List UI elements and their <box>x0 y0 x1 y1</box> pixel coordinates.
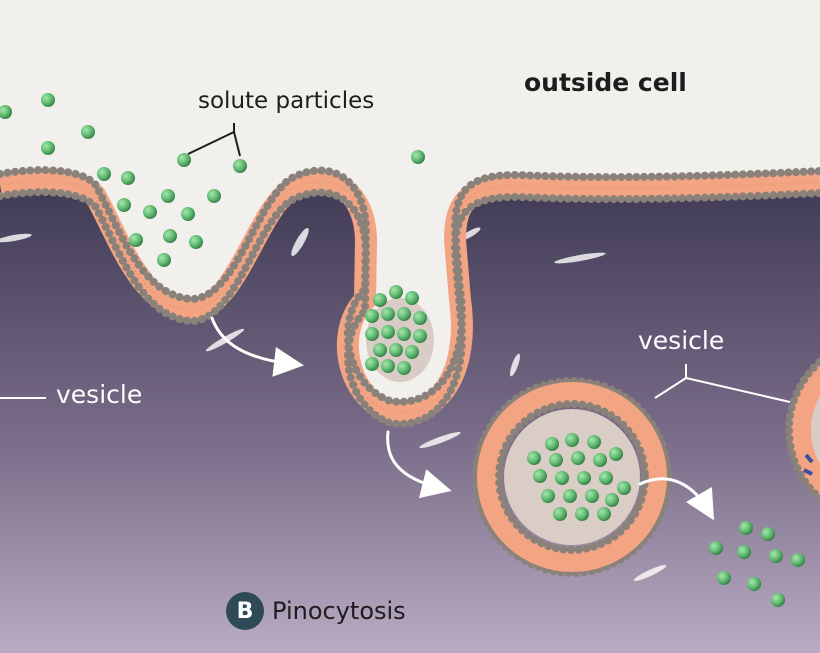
caption-badge: B <box>226 592 264 630</box>
solute-particle <box>81 125 95 139</box>
solute-particle <box>605 493 619 507</box>
solute-particle <box>381 359 395 373</box>
solute-particle <box>587 435 601 449</box>
solute-particle <box>189 235 203 249</box>
solute-particle <box>413 311 427 325</box>
solute-particle <box>545 437 559 451</box>
solute-particle <box>365 309 379 323</box>
leader-lines <box>0 123 791 403</box>
solute-particle <box>157 253 171 267</box>
solute-particle <box>553 507 567 521</box>
solute-particle <box>397 361 411 375</box>
vesicle-right-label: vesicle <box>638 326 725 355</box>
solute-particle <box>365 327 379 341</box>
solute-particle <box>397 307 411 321</box>
solute-particle <box>555 471 569 485</box>
edge-vesicle-icon <box>785 356 820 504</box>
solute-particle <box>533 469 547 483</box>
solute-particle <box>577 471 591 485</box>
solute-particle <box>617 481 631 495</box>
solute-particle <box>0 105 12 119</box>
solute-particle <box>373 293 387 307</box>
solute-particle <box>593 453 607 467</box>
solute-particle <box>413 329 427 343</box>
solute-particle <box>761 527 775 541</box>
solute-particle <box>397 327 411 341</box>
solute-particle <box>163 229 177 243</box>
solute-leader <box>187 123 241 157</box>
arrow-pit-to-bud <box>210 316 304 377</box>
solute-particle <box>599 471 613 485</box>
arrow-bud-to-vesicle <box>386 430 452 499</box>
solute-particle <box>571 451 585 465</box>
solute-particle <box>575 507 589 521</box>
vesicle-left-label: vesicle <box>56 380 143 409</box>
solute-particle <box>791 553 805 567</box>
solute-particle <box>381 307 395 321</box>
solute-particle <box>609 447 623 461</box>
solute-particle <box>207 189 221 203</box>
solute-particle <box>585 489 599 503</box>
outside-cell-label: outside cell <box>524 68 687 97</box>
solute-particle <box>117 198 131 212</box>
solute-particle <box>41 141 55 155</box>
solute-particle <box>709 541 723 555</box>
caption-title: Pinocytosis <box>272 597 406 625</box>
solute-particle <box>541 489 555 503</box>
solute-particle <box>177 153 191 167</box>
solute-particle <box>365 357 379 371</box>
solute-particle <box>739 521 753 535</box>
figure-caption: B Pinocytosis <box>226 592 406 630</box>
solute-particle <box>181 207 195 221</box>
solute-particle <box>373 343 387 357</box>
solute-particle <box>597 507 611 521</box>
solute-particle <box>97 167 111 181</box>
solute-particle <box>405 345 419 359</box>
solute-particle <box>717 571 731 585</box>
plasma-membrane <box>0 166 820 428</box>
solute-particle <box>549 453 563 467</box>
solute-particle <box>233 159 247 173</box>
solute-particle <box>143 205 157 219</box>
vesicle-right-leader <box>654 364 791 403</box>
solute-particle <box>121 171 135 185</box>
solute-particle <box>161 189 175 203</box>
solute-particle <box>41 93 55 107</box>
solute-particle <box>747 577 761 591</box>
solute-particle <box>405 291 419 305</box>
free-vesicle-icon <box>472 377 672 577</box>
solute-particle <box>563 489 577 503</box>
solute-particle <box>381 325 395 339</box>
solute-particles-label: solute particles <box>198 88 375 114</box>
solute-particle <box>565 433 579 447</box>
solute-particles <box>0 93 805 607</box>
solute-particle <box>737 545 751 559</box>
solute-particle <box>769 549 783 563</box>
movement-arrows <box>210 316 715 521</box>
solute-particle <box>129 233 143 247</box>
solute-particle <box>389 343 403 357</box>
solute-particle <box>771 593 785 607</box>
solute-particle <box>389 285 403 299</box>
release-arrow-icon <box>638 477 715 521</box>
solute-particle <box>527 451 541 465</box>
solute-particle <box>411 150 425 164</box>
